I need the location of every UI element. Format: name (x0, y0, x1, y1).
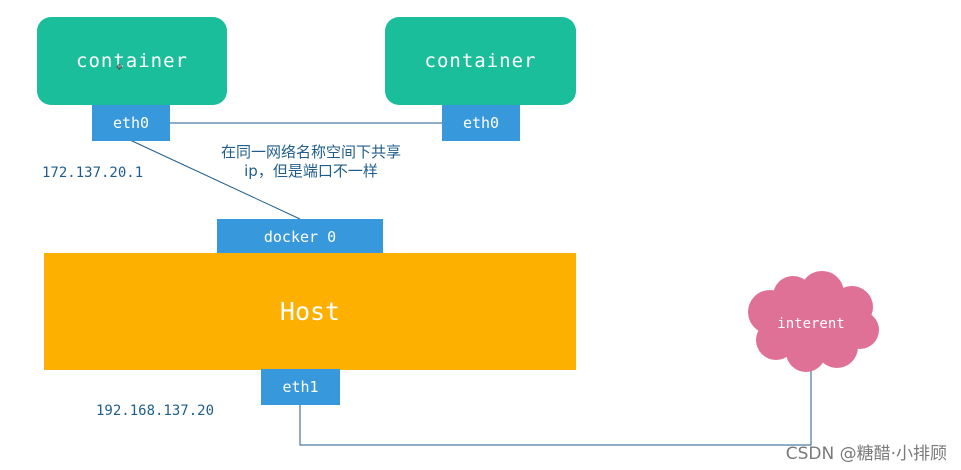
shared-namespace-note: 在同一网络名称空间下共享 ip，但是端口不一样 (200, 143, 422, 181)
csdn-watermark: CSDN @糖醋·小排顾 (785, 444, 947, 464)
container-left-label: container (76, 50, 188, 72)
eth0-left-label: eth0 (112, 114, 150, 132)
docker0-bridge: docker 0 (217, 219, 383, 255)
note-line-1: 在同一网络名称空间下共享 (220, 143, 401, 161)
note-line-2: ip，但是端口不一样 (244, 162, 378, 180)
container-right-label: container (424, 50, 537, 72)
eth0-right-port: eth0 (442, 105, 520, 141)
container-right: container (385, 17, 576, 105)
cloud-label: interent (777, 316, 845, 332)
host-box: Host (44, 253, 576, 370)
internet-cloud-label: interent (756, 312, 866, 336)
cursor-icon: ✥ (116, 60, 123, 73)
eth1-label: eth1 (282, 378, 319, 396)
eth1-port: eth1 (261, 369, 340, 405)
cloud-shape (748, 271, 879, 372)
host-label: Host (279, 297, 341, 326)
docker0-label: docker 0 (263, 228, 337, 246)
container-left: container (37, 17, 227, 105)
container-ip-label: 172.137.20.1 (42, 165, 144, 181)
eth1-internet-line (299, 365, 812, 446)
eth0-docker0-line (129, 139, 301, 220)
host-ip-label: 192.168.137.20 (96, 403, 215, 419)
eth0-left-port: eth0 (92, 105, 170, 141)
eth0-right-label: eth0 (462, 114, 500, 132)
